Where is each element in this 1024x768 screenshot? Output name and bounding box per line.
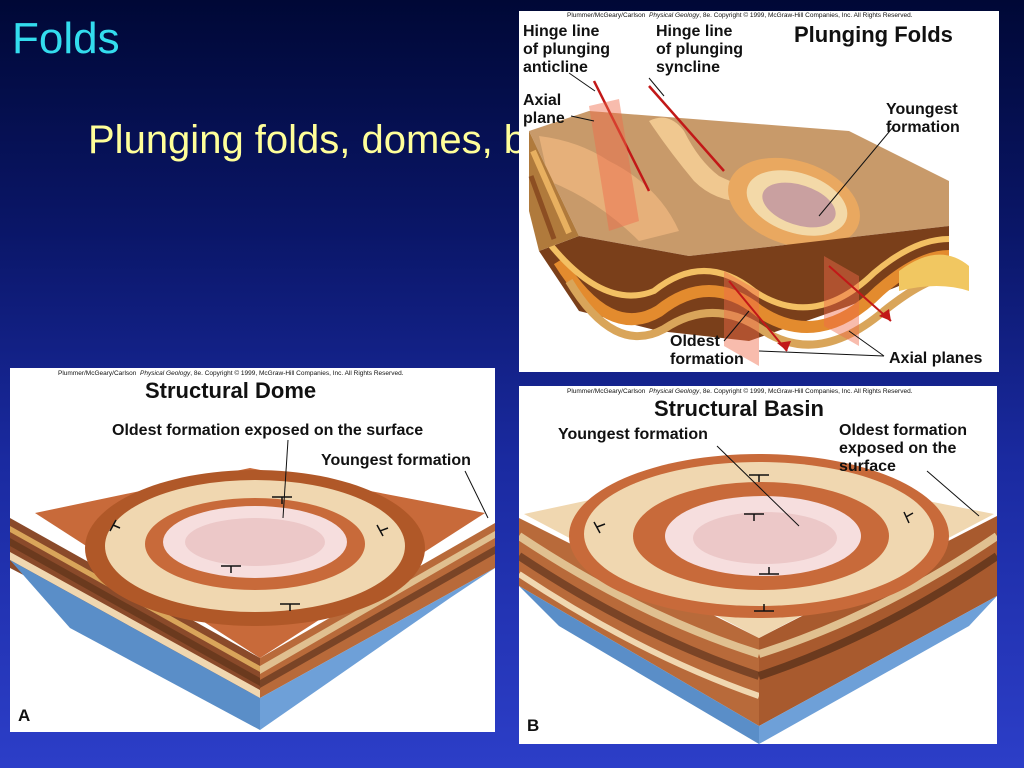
youngest-formation-label: Youngest formation — [886, 101, 960, 136]
oldest-formation-label: Oldest formation — [670, 333, 744, 368]
plunging-title: Plunging Folds — [794, 22, 953, 47]
basin-oldest-label: Oldest formation exposed on the surface — [839, 422, 968, 475]
dome-youngest-label: Youngest formation — [321, 452, 471, 469]
axial-planes-label: Axial planes — [889, 350, 983, 367]
plunging-copyright: Plummer/McGeary/Carlson Physical Geology… — [567, 12, 913, 19]
basin-panel-letter: B — [527, 716, 540, 735]
dome-title: Structural Dome — [145, 378, 317, 403]
dome-oldest-label: Oldest formation exposed on the surface — [112, 422, 424, 439]
dome-panel-letter: A — [18, 706, 31, 725]
plunging-folds-illustration — [528, 72, 969, 366]
basin-copyright: Plummer/McGeary/Carlson Physical Geology… — [567, 388, 913, 395]
structural-basin-illustration — [519, 445, 997, 744]
basin-youngest-label: Youngest formation — [558, 426, 708, 443]
hinge-anticline-label: Hinge line of plunging anticline — [523, 23, 611, 76]
hinge-syncline-label: Hinge line of plunging syncline — [656, 23, 744, 76]
structural-dome-illustration — [10, 439, 495, 730]
dome-copyright: Plummer/McGeary/Carlson Physical Geology… — [58, 370, 404, 377]
plunging-folds-panel: Plummer/McGeary/Carlson Physical Geology… — [519, 11, 999, 372]
structural-dome-panel: Plummer/McGeary/Carlson Physical Geology… — [10, 368, 495, 732]
basin-title: Structural Basin — [654, 396, 824, 421]
axial-plane-label: Axial plane — [523, 92, 565, 127]
slide-title: Folds — [12, 14, 120, 63]
structural-basin-panel: Plummer/McGeary/Carlson Physical Geology… — [519, 386, 997, 744]
